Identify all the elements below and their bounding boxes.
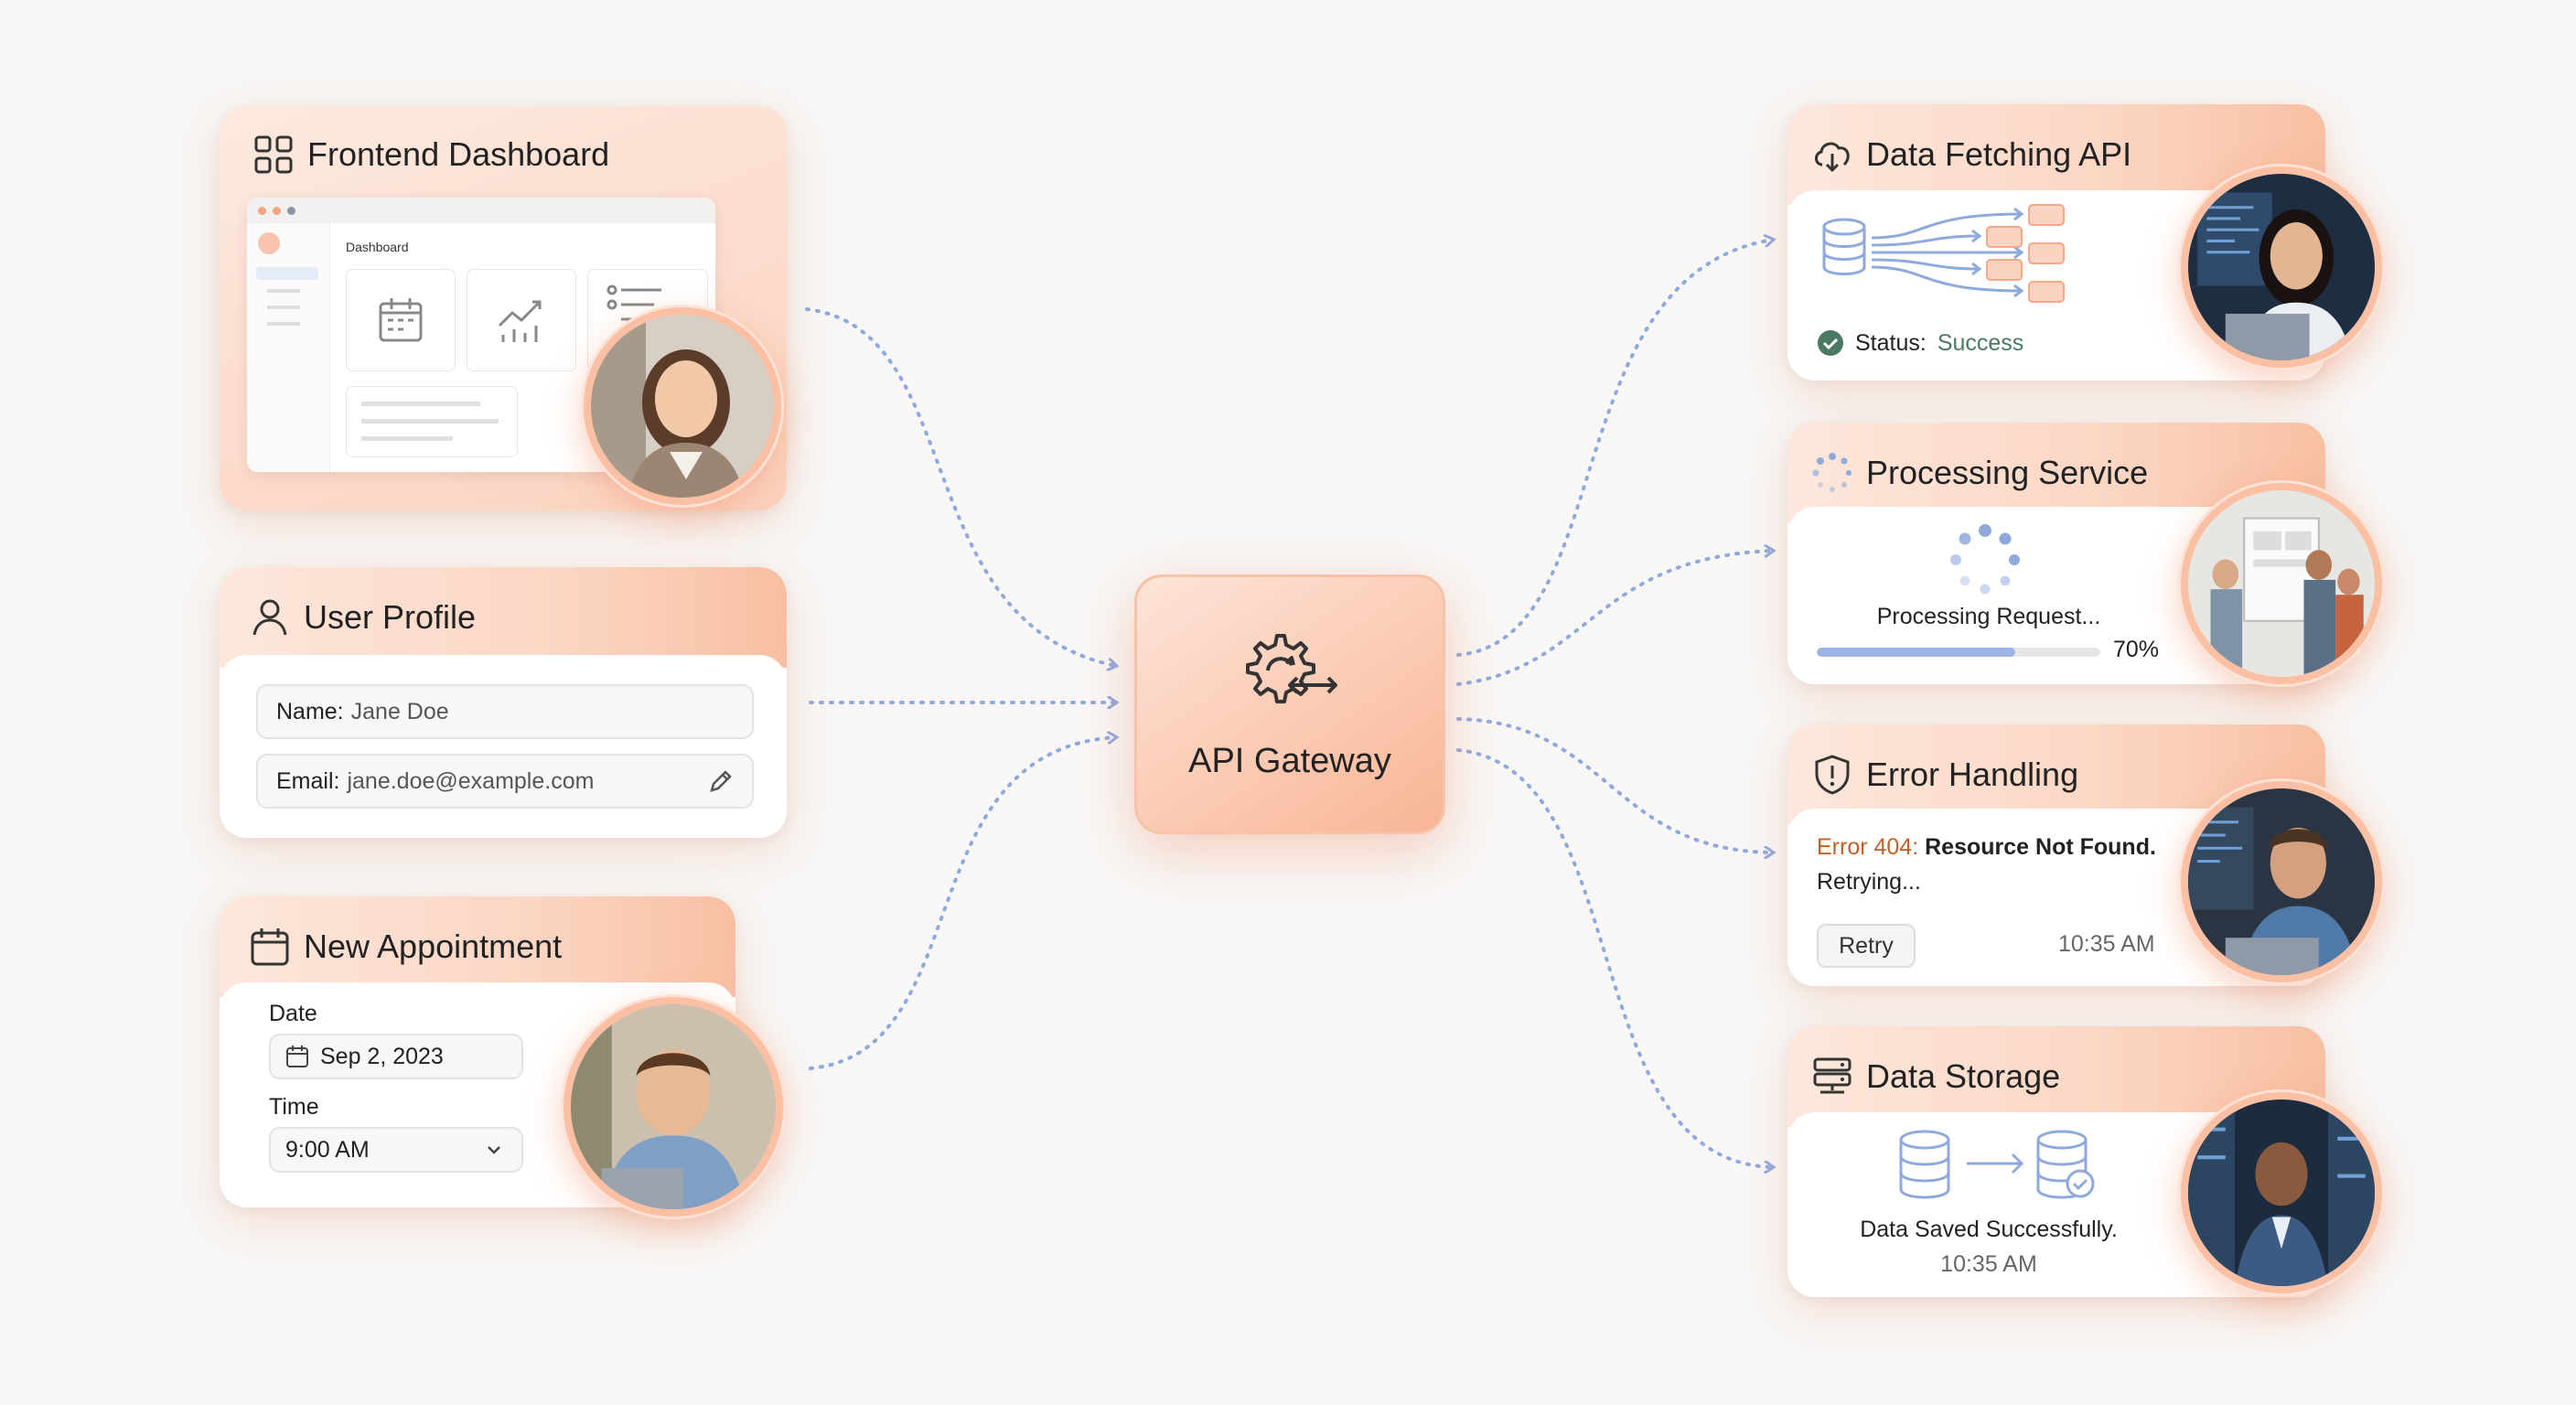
progress-bar bbox=[1817, 648, 2100, 657]
date-field[interactable]: Sep 2, 2023 bbox=[269, 1034, 523, 1079]
profile-body: Name: Jane Doe Email: jane.doe@example.c… bbox=[220, 655, 787, 838]
error-message: Resource Not Found. bbox=[1925, 834, 2156, 860]
avatar-team-meeting bbox=[2181, 483, 2382, 684]
edit-pencil-icon[interactable] bbox=[708, 768, 734, 794]
date-value: Sep 2, 2023 bbox=[320, 1043, 444, 1069]
avatar-appointment-user bbox=[564, 997, 783, 1217]
dashboard-preview: Dashboard bbox=[247, 198, 715, 472]
error-message-line: Error 404: Resource Not Found. bbox=[1817, 834, 2156, 861]
connector-storage bbox=[1456, 748, 1773, 1167]
appointment-title: New Appointment bbox=[304, 928, 563, 965]
database-flow-icon bbox=[1822, 204, 2065, 303]
connector-appointment bbox=[809, 737, 1116, 1070]
avatar-support-agent bbox=[2181, 166, 2382, 368]
profile-title: User Profile bbox=[304, 598, 477, 636]
name-field[interactable]: Name: Jane Doe bbox=[256, 684, 754, 739]
user-profile-card[interactable]: User Profile Name: Jane Doe Email: jane.… bbox=[220, 567, 787, 838]
status-value: Success bbox=[1937, 329, 2024, 356]
storage-time: 10:35 AM bbox=[1940, 1251, 2037, 1277]
new-appointment-card[interactable]: New Appointment Date Sep 2, 2023 Time 9:… bbox=[220, 896, 783, 1217]
avatar-datacenter-engineer bbox=[2181, 1092, 2382, 1293]
calendar-icon bbox=[251, 928, 289, 966]
server-icon bbox=[1813, 1057, 1852, 1094]
email-label: Email: bbox=[276, 767, 340, 794]
error-sub: Retrying... bbox=[1817, 869, 1921, 895]
fetching-title: Data Fetching API bbox=[1866, 135, 2132, 173]
connector-frontend bbox=[805, 307, 1116, 666]
data-fetching-card[interactable]: Data Fetching API Status: Success bbox=[1787, 104, 2382, 381]
processing-title: Processing Service bbox=[1866, 454, 2149, 491]
connector-processing bbox=[1456, 551, 1773, 686]
cloud-download-icon bbox=[1815, 142, 1850, 173]
avatar-developer bbox=[2181, 781, 2382, 982]
error-handling-card[interactable]: Error Handling Error 404: Resource Not F… bbox=[1787, 724, 2382, 986]
processing-service-card[interactable]: Processing Service Processing Request...… bbox=[1787, 423, 2382, 684]
gateway-label: API Gateway bbox=[1188, 741, 1391, 780]
error-title: Error Handling bbox=[1866, 756, 2079, 793]
calendar-small-icon bbox=[286, 1046, 308, 1067]
loading-spinner-icon bbox=[1950, 524, 2020, 595]
dashboard-grid-icon bbox=[254, 135, 293, 174]
api-gateway-node[interactable]: API Gateway bbox=[1134, 574, 1445, 834]
time-select[interactable]: 9:00 AM bbox=[269, 1127, 523, 1173]
time-value: 9:00 AM bbox=[285, 1136, 370, 1163]
name-label: Name: bbox=[276, 698, 344, 724]
storage-message: Data Saved Successfully. bbox=[1860, 1217, 2118, 1242]
check-circle-icon bbox=[1818, 330, 1843, 356]
calendar-icon bbox=[379, 298, 423, 342]
date-label: Date bbox=[269, 1001, 317, 1026]
storage-title: Data Storage bbox=[1866, 1057, 2061, 1095]
spinner-icon bbox=[1812, 453, 1852, 492]
time-label: Time bbox=[269, 1094, 319, 1120]
chevron-down-icon bbox=[488, 1146, 500, 1154]
frontend-dashboard-card[interactable]: Frontend Dashboard Dashboard bbox=[220, 106, 787, 510]
processing-message: Processing Request... bbox=[1876, 604, 2101, 629]
frontend-title: Frontend Dashboard bbox=[307, 135, 610, 173]
gear-exchange-icon bbox=[1246, 633, 1337, 703]
email-field[interactable]: Email: jane.doe@example.com bbox=[256, 754, 754, 809]
connector-error bbox=[1456, 717, 1773, 853]
avatar-frontend-user bbox=[584, 307, 781, 505]
connector-fetching bbox=[1456, 240, 1773, 657]
error-time: 10:35 AM bbox=[2058, 931, 2155, 957]
name-value: Jane Doe bbox=[350, 698, 449, 724]
retry-button[interactable]: Retry bbox=[1817, 924, 1916, 968]
user-icon bbox=[252, 599, 287, 636]
shield-alert-icon bbox=[1815, 755, 1850, 795]
email-value: jane.doe@example.com bbox=[347, 767, 595, 794]
progress-fill bbox=[1817, 648, 2015, 657]
status-label: Status: bbox=[1855, 329, 1927, 356]
growth-chart-icon bbox=[498, 300, 542, 342]
dashboard-preview-title: Dashboard bbox=[346, 240, 409, 254]
error-code: Error 404: bbox=[1817, 834, 1919, 860]
database-transfer-icon bbox=[1899, 1130, 2095, 1199]
data-storage-card[interactable]: Data Storage Data Saved Successfully. 10… bbox=[1787, 1026, 2382, 1297]
progress-label: 70% bbox=[2113, 637, 2160, 662]
